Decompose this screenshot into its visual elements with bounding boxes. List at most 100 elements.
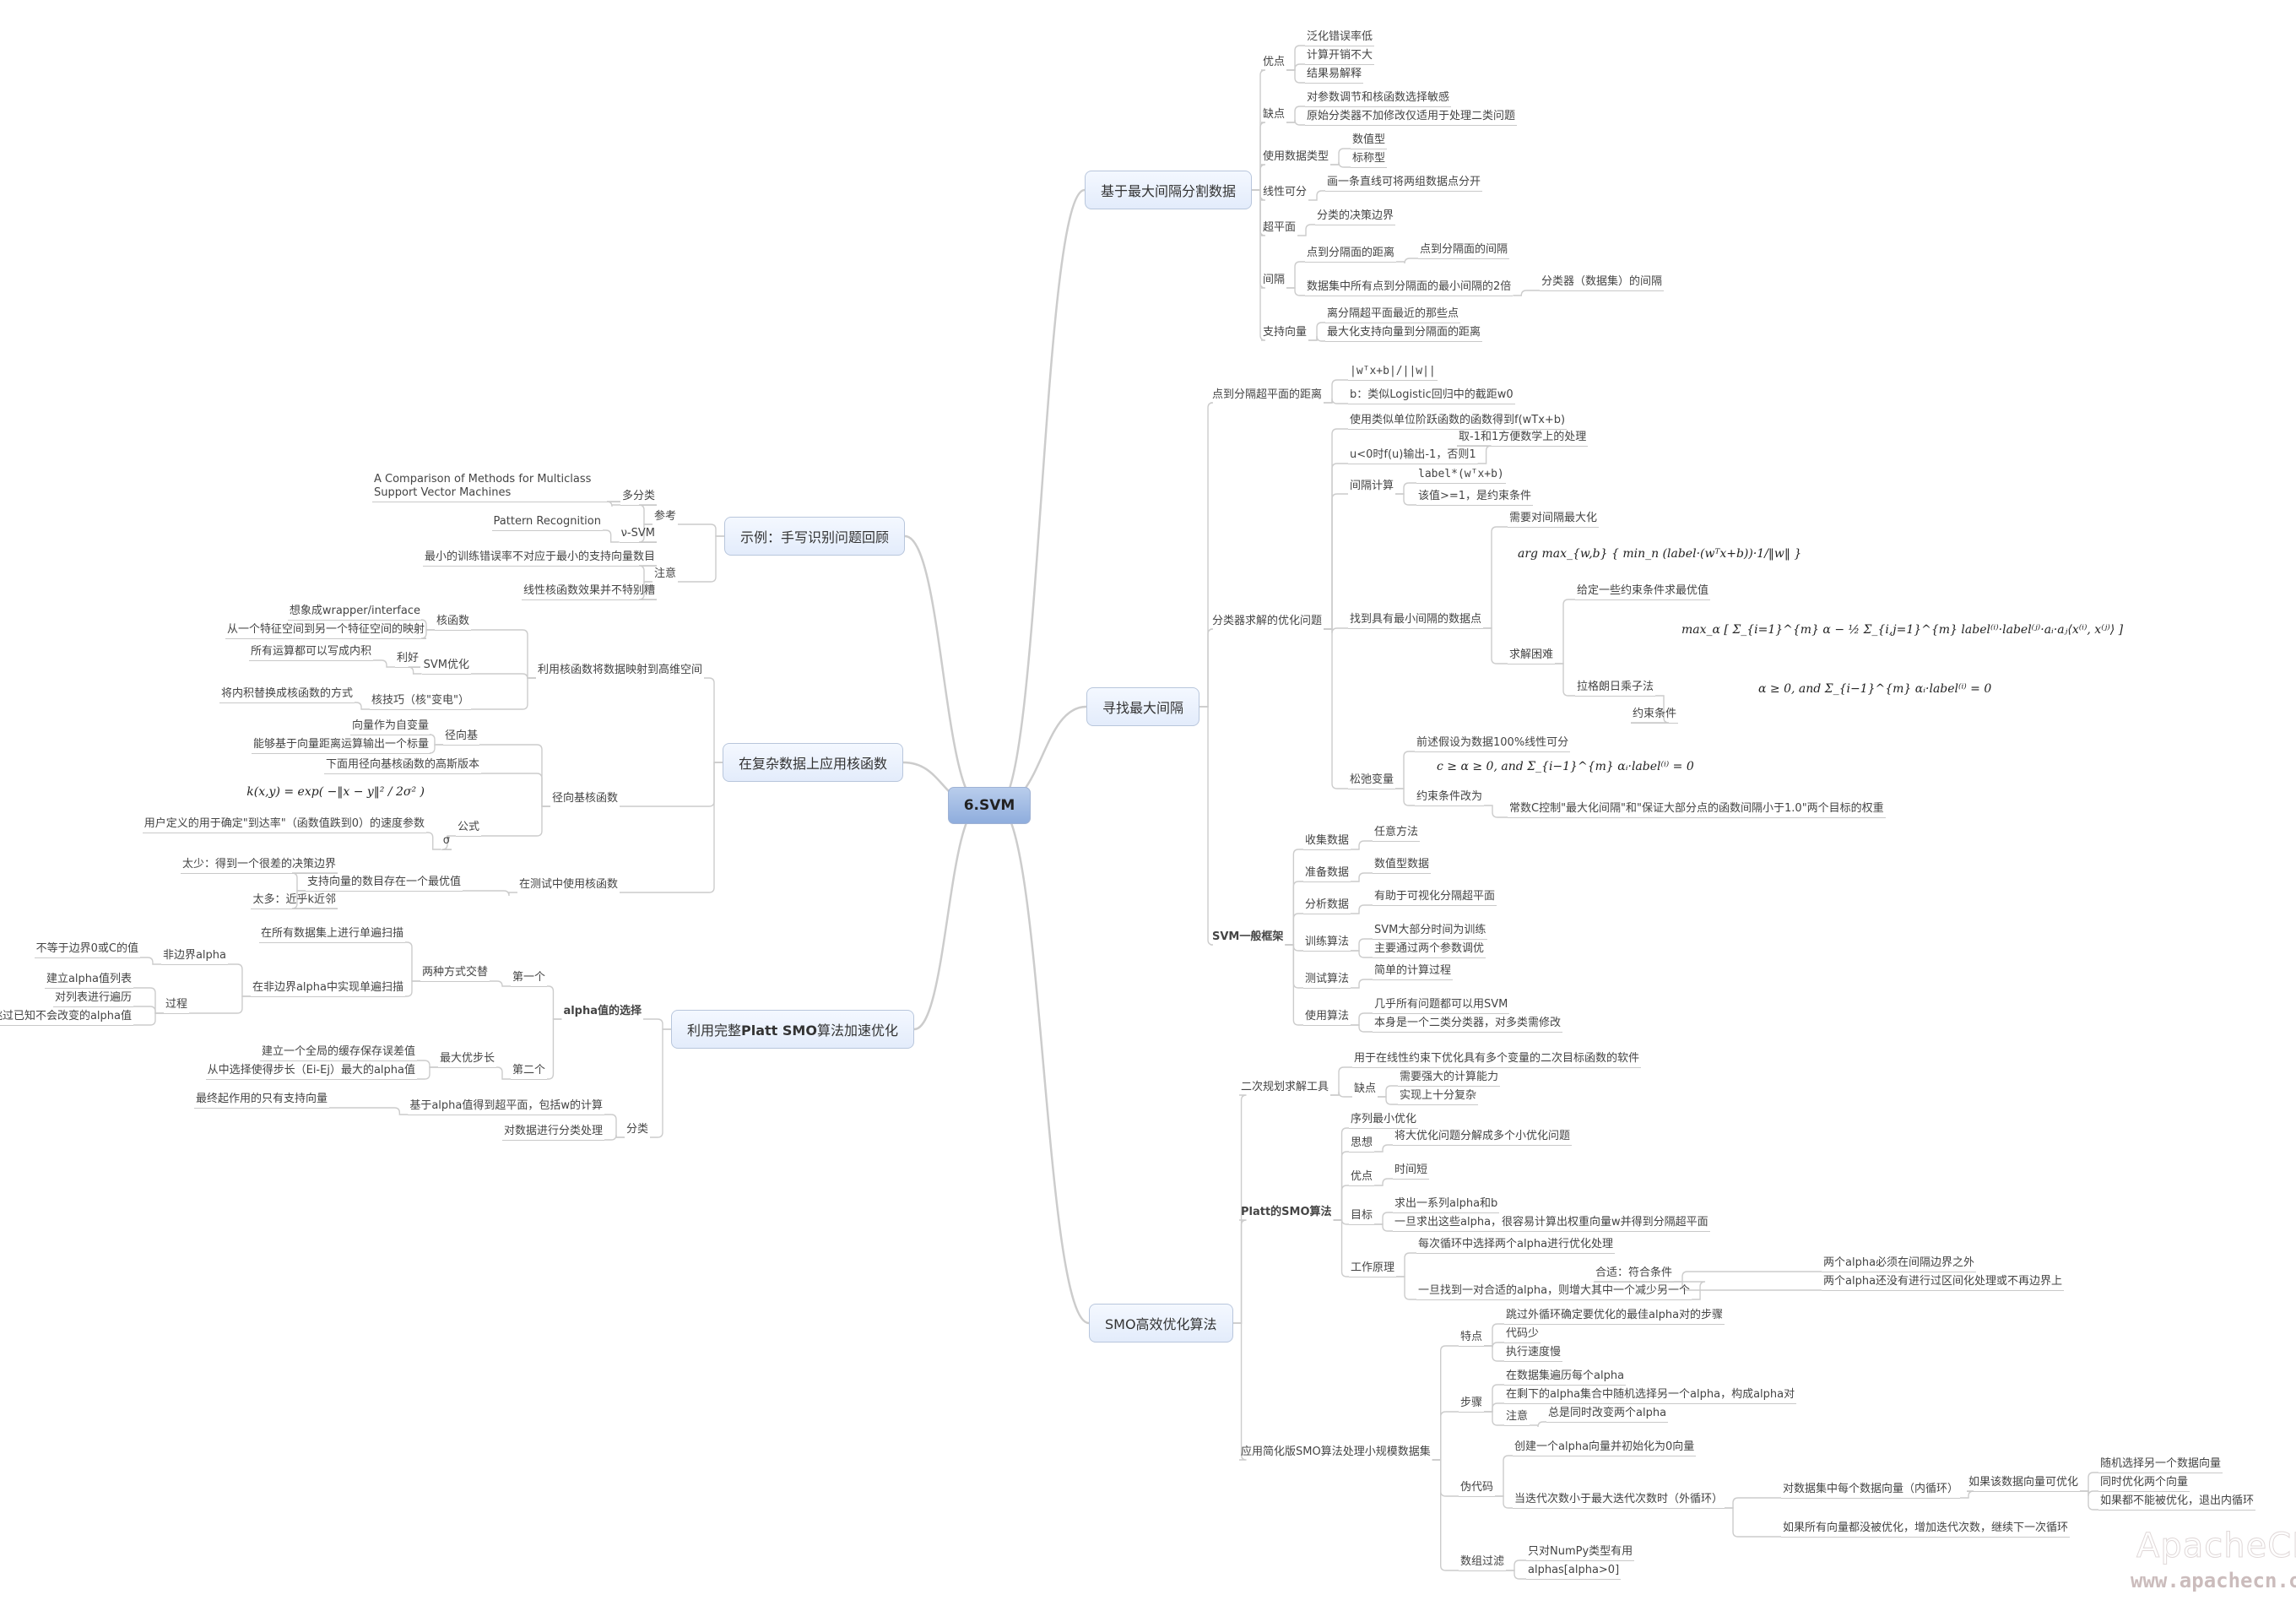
topic-right-b2-frame-rows-3-items-1[interactable]: 主要通过两个参数调优	[1373, 942, 1486, 958]
topic-right-b1-margin-a[interactable]: 点到分隔面的距离	[1305, 247, 1397, 263]
topic-right-b3-simple-feat-items-0[interactable]: 跳过外循环确定要优化的最佳alpha对的步骤	[1504, 1309, 1725, 1325]
topic-right-b1-sv-items-1[interactable]: 最大化支持向量到分隔面的距离	[1325, 326, 1483, 342]
topic-right-b3-qp-bad[interactable]: 缺点	[1354, 1082, 1377, 1095]
topic-right-b2-frame-rows-0-items-0[interactable]: 任意方法	[1373, 826, 1421, 842]
topic-right-b3-qp-a[interactable]: 用于在线性约束下优化具有多个变量的二次目标函数的软件	[1352, 1052, 1642, 1068]
topic-right-b2-opt-find-hard[interactable]: 求解困难	[1508, 648, 1556, 664]
topic-left-l1-nusvm[interactable]: ν-SVM	[619, 527, 657, 543]
topic-right-b1-datatype-items-1[interactable]: 标称型	[1351, 152, 1388, 168]
central-topic[interactable]: 6.SVM	[948, 787, 1031, 824]
topic-right-b3-simple-p3[interactable]: 对数据集中每个数据向量（内循环）	[1781, 1483, 1961, 1499]
topic-right-b1-margin-label[interactable]: 间隔	[1263, 274, 1286, 286]
topic-right-b3-simple-steps[interactable]: 步骤	[1459, 1397, 1485, 1413]
topic-right-b3-simple-p2[interactable]: 当迭代次数小于最大迭代次数时（外循环）	[1513, 1493, 1725, 1509]
topic-left-l2-good1[interactable]: 所有运算都可以写成内积	[248, 645, 373, 661]
topic-right-b2-opt-slack-c[interactable]: 常数C控制"最大化间隔"和"保证大部分点的函数间隔小于1.0"两个目标的权重	[1508, 802, 1886, 818]
topic-right-b2-frame-rows-2-label[interactable]: 分析数据	[1303, 898, 1351, 914]
topic-right-b3-simple-step-items-0[interactable]: 在数据集遍历每个alpha	[1504, 1370, 1627, 1386]
topic-right-b1-youdian-items-0[interactable]: 泛化错误率低	[1305, 30, 1375, 46]
main-topic-right-b2-label[interactable]: 寻找最大间隔	[1086, 687, 1200, 726]
topic-left-l3-proc[interactable]: 过程	[163, 998, 189, 1014]
topic-left-l1-note-items-0[interactable]: 最小的训练错误率不对应于最小的支持向量数目	[422, 551, 657, 567]
topic-right-b3-platt-seq[interactable]: 序列最小优化	[1349, 1113, 1419, 1129]
topic-left-l2-rb-items-0[interactable]: 向量作为自变量	[349, 719, 430, 735]
topic-left-l2-svmopt[interactable]: SVM优化	[421, 659, 471, 675]
topic-right-b2-frame-rows-2-items-0[interactable]: 有助于可视化分隔超平面	[1373, 890, 1497, 906]
topic-right-b3-platt-w2[interactable]: 一旦找到一对合适的alpha，则增大其中一个减少另一个	[1416, 1284, 1692, 1300]
topic-right-b3-simple-feat[interactable]: 特点	[1459, 1331, 1485, 1347]
topic-left-l3-nb[interactable]: 非边界alpha	[160, 949, 228, 965]
topic-right-b3-platt-fit[interactable]: 合适：符合条件	[1594, 1267, 1675, 1283]
topic-left-l3-proc-items-2[interactable]: 跳过已知不会改变的alpha值	[0, 1010, 133, 1026]
topic-right-b2-frame-rows-3-items-0[interactable]: SVM大部分时间为训练	[1373, 924, 1488, 940]
topic-left-l2-svnum-items-0[interactable]: 太少：得到一个很差的决策边界	[180, 858, 338, 874]
main-topic-right-b1-label[interactable]: 基于最大间隔分割数据	[1085, 171, 1253, 209]
topic-left-l2-map[interactable]: 利用核函数将数据映射到高维空间	[537, 664, 702, 676]
topic-left-l2-svnum-items-1[interactable]: 太多：近乎k近邻	[251, 893, 338, 909]
topic-right-b3-simple-p5[interactable]: 如果所有向量都没被优化，增加迭代次数，继续下一次循环	[1781, 1522, 2071, 1538]
topic-left-l2-formula[interactable]: k(x,y) = exp( −‖x − y‖² / 2σ² )	[246, 785, 425, 799]
topic-left-l1-note-items-1[interactable]: 线性核函数效果并不特别糟	[521, 584, 657, 600]
topic-right-b2-frame-rows-0-label[interactable]: 收集数据	[1303, 834, 1351, 850]
topic-right-b3-simple-step-items-1[interactable]: 在剩下的alpha集合中随机选择另一个alpha，构成alpha对	[1504, 1388, 1797, 1404]
topic-right-b2-frame-label[interactable]: SVM一般框架	[1212, 930, 1284, 943]
topic-right-b1-margin-a1[interactable]: 点到分隔面的间隔	[1418, 243, 1510, 259]
topic-right-b2-dist-f[interactable]: |wᵀx+b|/||w||	[1348, 365, 1438, 381]
topic-right-b3-platt-idea1[interactable]: 将大优化问题分解成多个小优化问题	[1393, 1130, 1573, 1146]
topic-left-l1-nusvm1[interactable]: Pattern Recognition	[491, 515, 603, 531]
topic-right-b2-opt-find-need[interactable]: 需要对间隔最大化	[1508, 512, 1600, 528]
topic-right-b2-opt-slack-a[interactable]: 前述假设为数据100%线性可分	[1415, 736, 1571, 752]
topic-right-b2-frame-rows-4-items-0[interactable]: 简单的计算过程	[1373, 964, 1454, 980]
topic-right-b2-opt-find-cons[interactable]: α ≥ 0, and Σ_{i−1}^{m} αᵢ·label⁽ⁱ⁾ = 0	[1758, 682, 1992, 696]
topic-right-b2-frame-rows-5-items-0[interactable]: 几乎所有问题都可以用SVM	[1373, 998, 1510, 1014]
topic-left-l3-hp1[interactable]: 最终起作用的只有支持向量	[193, 1093, 329, 1109]
topic-left-l3-maxstep-items-1[interactable]: 从中选择使得步长（Ei-Ej）最大的alpha值	[205, 1064, 417, 1080]
topic-right-b3-platt-label[interactable]: Platt的SMO算法	[1241, 1206, 1332, 1218]
topic-right-b2-frame-rows-1-label[interactable]: 准备数据	[1303, 866, 1351, 882]
topic-right-b3-platt-w1[interactable]: 每次循环中选择两个alpha进行优化处理	[1416, 1238, 1616, 1254]
topic-right-b2-frame-rows-5-items-1[interactable]: 本身是一个二类分类器，对多类需修改	[1373, 1017, 1563, 1033]
topic-right-b3-platt-idea[interactable]: 思想	[1349, 1136, 1375, 1153]
main-topic-right-b3-label[interactable]: SMO高效优化算法	[1089, 1304, 1233, 1342]
topic-right-b1-margin-b1[interactable]: 分类器（数据集）的间隔	[1540, 275, 1665, 291]
topic-right-b1-sv-label[interactable]: 支持向量	[1263, 326, 1308, 339]
topic-right-b2-opt-find-given[interactable]: 给定一些约束条件求最优值	[1575, 584, 1711, 600]
topic-right-b3-qp-label[interactable]: 二次规划求解工具	[1241, 1081, 1329, 1093]
topic-right-b2-dist-b[interactable]: b：类似Logistic回归中的截距w0	[1348, 388, 1515, 404]
topic-right-b1-hyper-items-0[interactable]: 分类的决策边界	[1315, 209, 1396, 225]
topic-right-b2-opt-find-cons-label[interactable]: 约束条件	[1631, 708, 1679, 724]
topic-left-l3-choose[interactable]: alpha值的选择	[563, 1005, 642, 1017]
topic-left-l1-note[interactable]: 注意	[653, 567, 676, 580]
topic-right-b1-hyper-label[interactable]: 超平面	[1263, 221, 1297, 234]
topic-right-b3-simple-feat-items-2[interactable]: 执行速度慢	[1504, 1346, 1563, 1362]
topic-left-l3-hp[interactable]: 基于alpha值得到超平面，包括w的计算	[408, 1099, 604, 1115]
topic-right-b2-opt-u[interactable]: u<0时f(u)输出-1，否则1	[1348, 448, 1478, 464]
topic-left-l3-maxstep-items-0[interactable]: 建立一个全局的缓存保存误差值	[259, 1045, 417, 1061]
topic-right-b3-simple-p4-items-2[interactable]: 如果都不能被优化，退出内循环	[2098, 1494, 2256, 1511]
topic-right-b3-simple-filter-items-0[interactable]: 只对NumPy类型有用	[1526, 1545, 1635, 1561]
topic-right-b1-datatype-label[interactable]: 使用数据类型	[1263, 150, 1329, 163]
topic-right-b1-quedian-items-1[interactable]: 原始分类器不加修改仅适用于处理二类问题	[1305, 110, 1518, 126]
topic-left-l2-rbf[interactable]: 径向基核函数	[551, 792, 618, 805]
topic-left-l3-scan-all[interactable]: 在所有数据集上进行单遍扫描	[258, 927, 405, 943]
topic-left-l2-rb-items-1[interactable]: 能够基于向量距离运算输出一个标量	[251, 738, 430, 754]
topic-right-b3-simple-pseudo[interactable]: 伪代码	[1459, 1481, 1496, 1497]
topic-right-b3-simple-filter-items-1[interactable]: alphas[alpha>0]	[1526, 1564, 1622, 1580]
topic-right-b1-linear-items-0[interactable]: 画一条直线可将两组数据点分开	[1325, 176, 1483, 192]
topic-right-b3-simple-note[interactable]: 注意	[1504, 1410, 1530, 1426]
topic-right-b3-simple-note1[interactable]: 总是同时改变两个alpha	[1546, 1407, 1669, 1423]
topic-left-l3-proc-items-1[interactable]: 对列表进行遍历	[52, 991, 133, 1007]
topic-right-b1-sv-items-0[interactable]: 离分隔超平面最近的那些点	[1325, 307, 1461, 323]
topic-left-l2-rb[interactable]: 径向基	[442, 730, 479, 746]
topic-right-b3-platt-fit-items-0[interactable]: 两个alpha必须在间隔边界之外	[1822, 1256, 1977, 1272]
topic-left-l2-test[interactable]: 在测试中使用核函数	[518, 878, 618, 891]
topic-right-b2-dist-label[interactable]: 点到分隔超平面的距离	[1212, 388, 1323, 401]
topic-right-b2-opt-find-label[interactable]: 找到具有最小间隔的数据点	[1348, 613, 1484, 629]
topic-left-l2-kf-items-0[interactable]: 想象成wrapper/interface	[287, 605, 422, 621]
topic-left-l3-nb1[interactable]: 不等于边界0或C的值	[34, 942, 140, 958]
topic-left-l3-proc-items-0[interactable]: 建立alpha值列表	[44, 973, 133, 989]
topic-right-b3-platt-goal-items-0[interactable]: 求出一系列alpha和b	[1393, 1197, 1500, 1213]
topic-right-b3-platt-fit-items-1[interactable]: 两个alpha还没有进行过区间化处理或不再边界上	[1822, 1275, 2065, 1291]
topic-right-b2-frame-rows-3-label[interactable]: 训练算法	[1303, 936, 1351, 952]
topic-left-l1-multi[interactable]: 多分类	[620, 490, 657, 506]
